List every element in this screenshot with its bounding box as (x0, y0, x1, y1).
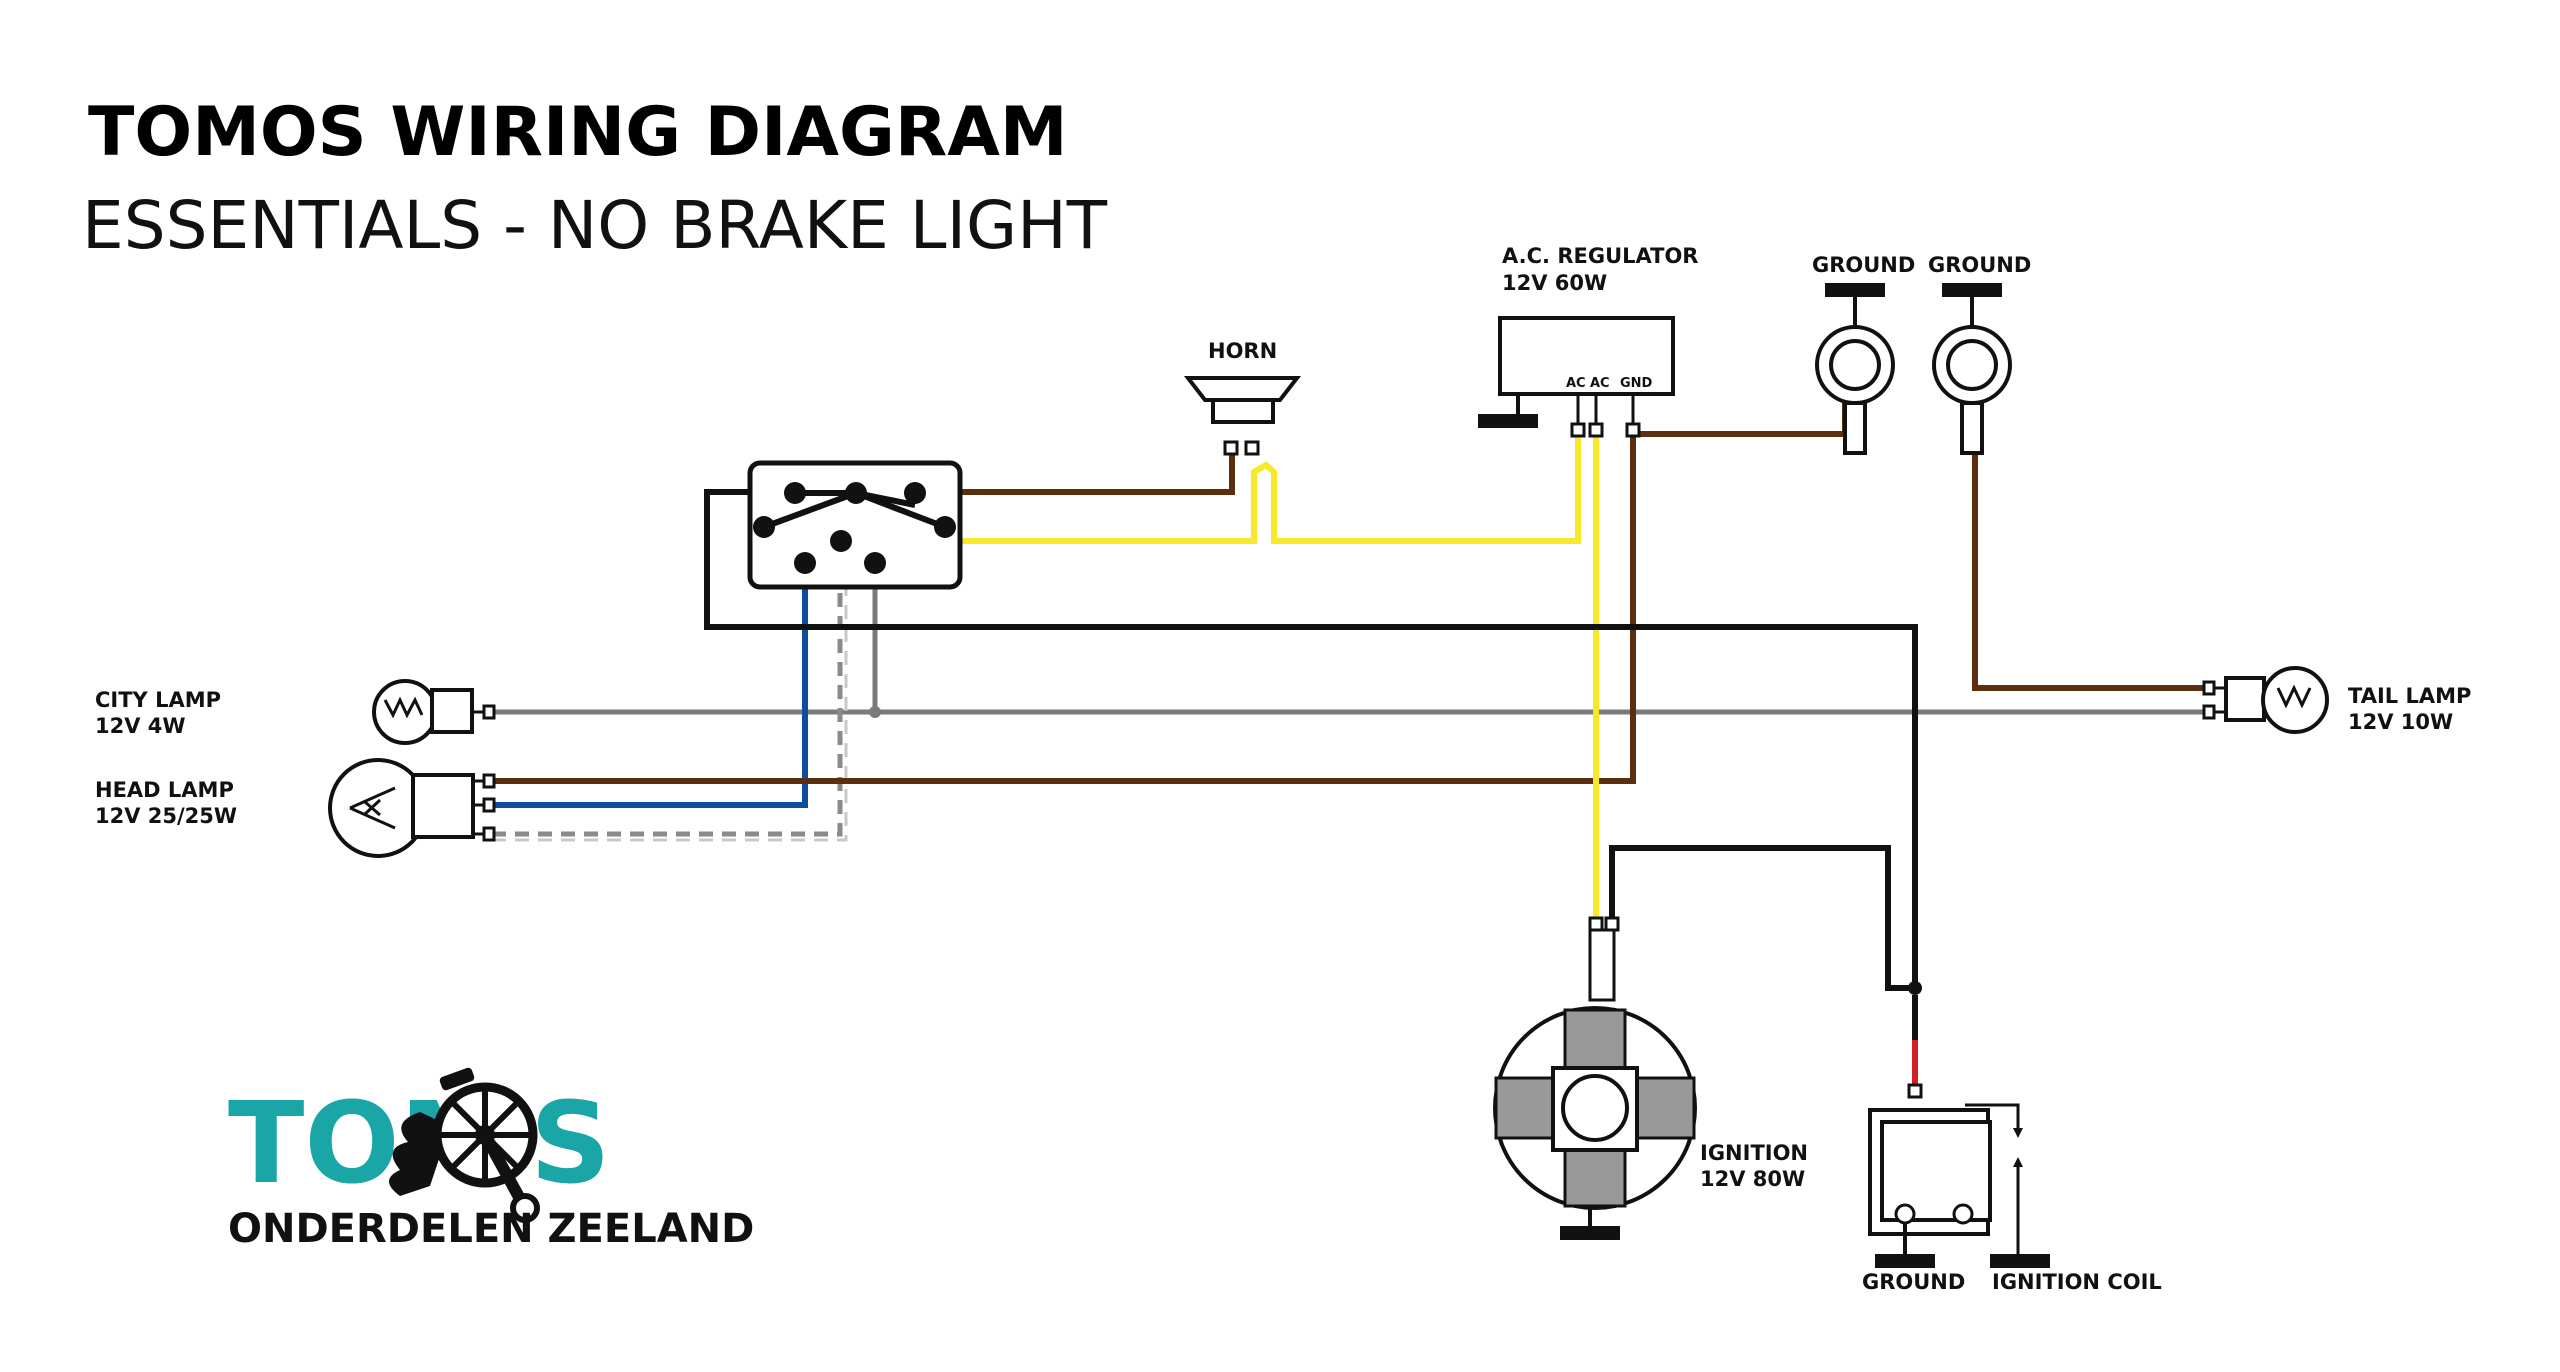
black-wire-ignition-coil (1609, 845, 1915, 991)
regulator-terminal-gnd: GND (1620, 376, 1653, 391)
head-lamp: HEAD LAMP 12V 25/25W (95, 758, 496, 858)
ground-right-label: GROUND (1928, 253, 2031, 277)
horn-label: HORN (1208, 339, 1277, 363)
regulator-label: A.C. REGULATOR (1502, 244, 1698, 268)
yellow-wire (958, 430, 1599, 925)
brown-wire-tail (1972, 450, 2205, 691)
horn: HORN (1183, 339, 1302, 456)
coil-ground-label: GROUND (1862, 1270, 1965, 1294)
grey-wire (492, 563, 2205, 718)
ignition-label: IGNITION (1700, 1141, 1808, 1165)
city-lamp: CITY LAMP 12V 4W (95, 679, 496, 745)
tail-lamp-rating: 12V 10W (2348, 710, 2453, 734)
tomos-logo: TOM S ONDERDELEN ZEELAND (228, 1067, 754, 1252)
tail-lamp: TAIL LAMP 12V 10W (2202, 666, 2471, 734)
city-lamp-rating: 12V 4W (95, 714, 186, 738)
tail-lamp-label: TAIL LAMP (2348, 684, 2471, 708)
city-lamp-label: CITY LAMP (95, 688, 221, 712)
ignition-coil: GROUND IGNITION COIL (1862, 1083, 2162, 1294)
head-lamp-label: HEAD LAMP (95, 778, 234, 802)
ground-left-label: GROUND (1812, 253, 1915, 277)
logo-tagline: ONDERDELEN ZEELAND (228, 1206, 754, 1252)
black-wire-switch-coil (704, 489, 1918, 988)
ignition-stator: IGNITION 12V 80W (1493, 916, 1808, 1240)
blue-wire (492, 563, 808, 808)
brown-wire-headlamp (492, 395, 1848, 784)
regulator-terminal-ac1: AC (1566, 376, 1586, 391)
handlebar-switch (747, 460, 963, 590)
diagram-subtitle: ESSENTIALS - NO BRAKE LIGHT (82, 187, 1108, 264)
head-lamp-rating: 12V 25/25W (95, 804, 237, 828)
logo-word-right: S (530, 1079, 611, 1209)
engine-wheel-icon (389, 1067, 540, 1223)
ground-left: GROUND (1812, 253, 1915, 455)
ac-regulator: A.C. REGULATOR 12V 60W AC AC GND (1478, 244, 1698, 438)
ground-right: GROUND (1928, 253, 2031, 455)
regulator-terminal-ac2: AC (1590, 376, 1610, 391)
ignition-coil-label: IGNITION COIL (1992, 1270, 2162, 1294)
ignition-rating: 12V 80W (1700, 1167, 1805, 1191)
diagram-title: TOMOS WIRING DIAGRAM (88, 93, 1068, 172)
grey-dashed-wire (492, 563, 848, 842)
regulator-rating: 12V 60W (1502, 271, 1607, 295)
brown-wire-horn (958, 450, 1235, 495)
